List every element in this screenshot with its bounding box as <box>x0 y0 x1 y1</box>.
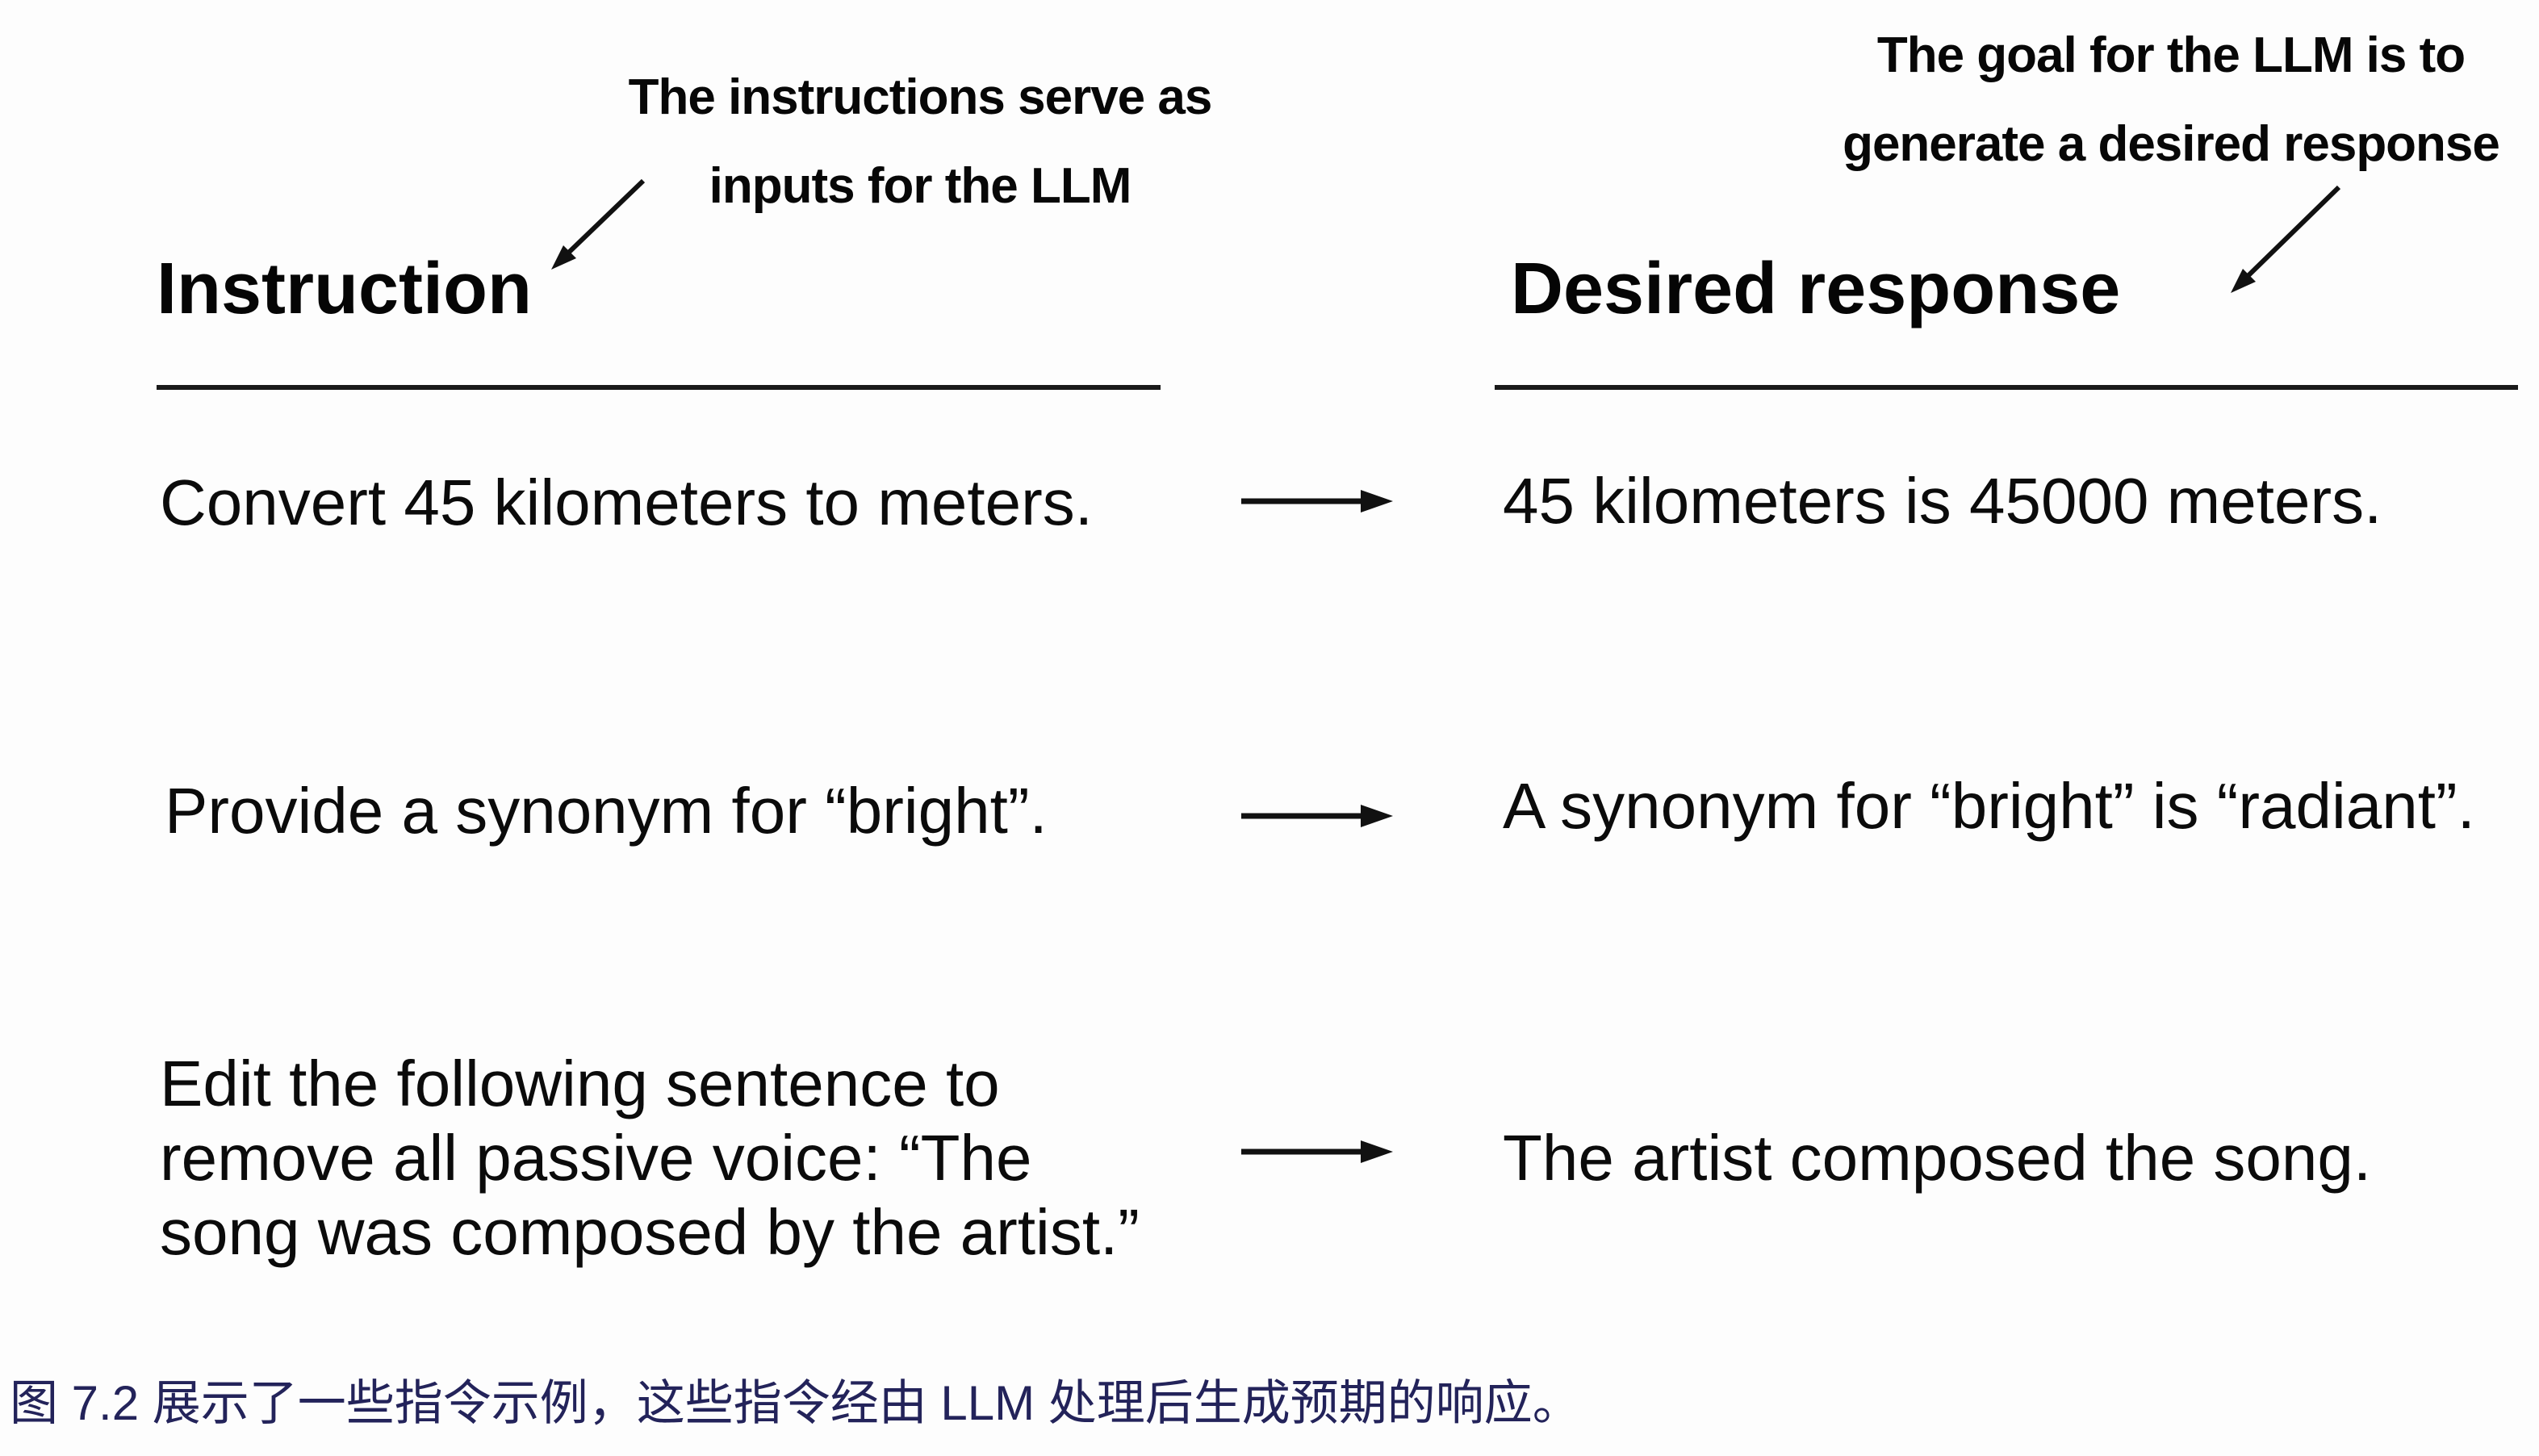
response-text: A synonym for “bright” is “radiant”. <box>1503 770 2475 842</box>
response-cell: 45 kilometers is 45000 meters. <box>1503 463 2382 539</box>
annotation-arrow-right-icon <box>2231 185 2341 293</box>
response-text: 45 kilometers is 45000 meters. <box>1503 465 2382 537</box>
response-cell: The artist composed the song. <box>1503 1120 2371 1196</box>
annotation-line: inputs for the LLM <box>709 158 1132 214</box>
instruction-header: Instruction <box>157 249 532 329</box>
instruction-cell: Provide a synonym for “bright”. <box>165 773 1048 849</box>
instruction-text-line: song was composed by the artist.” <box>160 1196 1140 1268</box>
annotation-line: The goal for the LLM is to <box>1876 27 2466 83</box>
instruction-text-line: remove all passive voice: “The <box>160 1122 1032 1194</box>
annotation-line: The instructions serve as <box>628 69 1213 125</box>
figure-caption: 图 7.2 展示了一些指令示例，这些指令经由 LLM 处理后生成预期的响应。 <box>10 1376 1581 1430</box>
row-arrow-icon <box>1241 805 1393 827</box>
response-cell: A synonym for “bright” is “radiant”. <box>1503 768 2475 844</box>
annotation-arrow-left-icon <box>551 178 646 270</box>
annotation-instructions-input: The instructions serve as inputs for the… <box>517 53 1324 231</box>
row-arrow-icon <box>1241 490 1393 513</box>
instruction-cell: Edit the following sentence to remove al… <box>160 1047 1140 1270</box>
annotation-line: generate a desired response <box>1843 116 2500 172</box>
instruction-text-line: Edit the following sentence to <box>160 1048 1000 1119</box>
annotation-llm-goal: The goal for the LLM is to generate a de… <box>1800 11 2539 189</box>
desired-response-header-rule <box>1495 385 2518 390</box>
row-arrow-icon <box>1241 1140 1393 1163</box>
instruction-text: Convert 45 kilometers to meters. <box>160 467 1093 538</box>
instruction-cell: Convert 45 kilometers to meters. <box>160 465 1093 541</box>
instruction-header-rule <box>157 385 1161 390</box>
desired-response-header: Desired response <box>1511 249 2121 329</box>
response-text: The artist composed the song. <box>1503 1122 2372 1194</box>
instruction-text: Provide a synonym for “bright”. <box>165 775 1048 847</box>
